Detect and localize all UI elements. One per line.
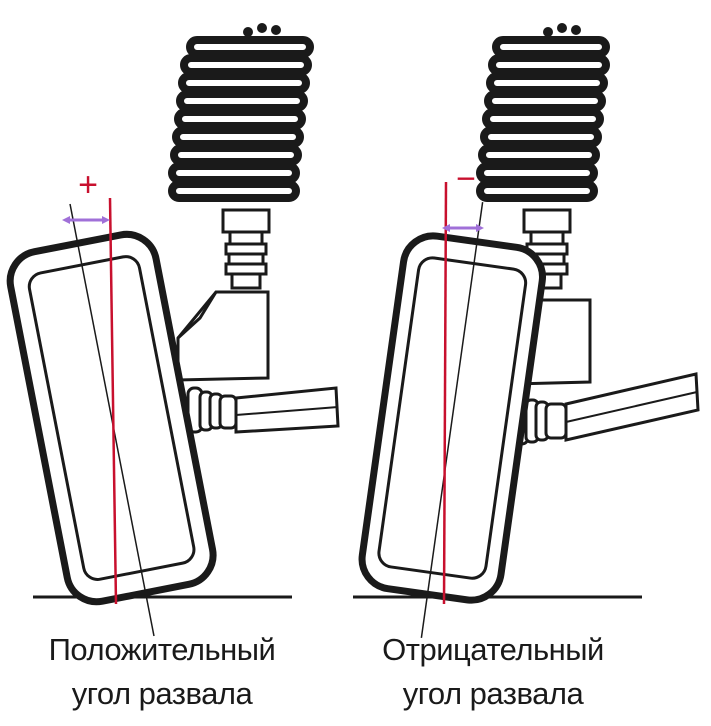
caption-line-1: Отрицательный <box>382 632 604 667</box>
camber-sign-positive: + <box>78 166 98 204</box>
steering-knuckle <box>176 290 270 382</box>
drive-shaft-icon <box>186 386 340 434</box>
camber-sign-negative: − <box>456 160 476 198</box>
left-panel: + <box>6 23 340 637</box>
caption-line-2: угол развала <box>402 676 584 711</box>
coil-spring-icon <box>168 23 314 202</box>
shock-absorber-icon <box>221 208 271 290</box>
vertical-reference-line <box>108 197 118 605</box>
caption-line-2: угол развала <box>71 676 253 711</box>
vertical-reference-line <box>442 181 448 605</box>
wheel-icon <box>358 202 546 638</box>
shock-absorber-icon <box>522 208 572 290</box>
wheel-icon <box>6 203 217 637</box>
caption-line-1: Положительный <box>48 632 276 667</box>
caption-negative-camber: Отрицательный угол развала <box>343 628 643 716</box>
coil-spring-icon <box>476 23 610 202</box>
right-panel: − <box>353 23 700 638</box>
caption-positive-camber: Положительный угол развала <box>12 628 312 716</box>
